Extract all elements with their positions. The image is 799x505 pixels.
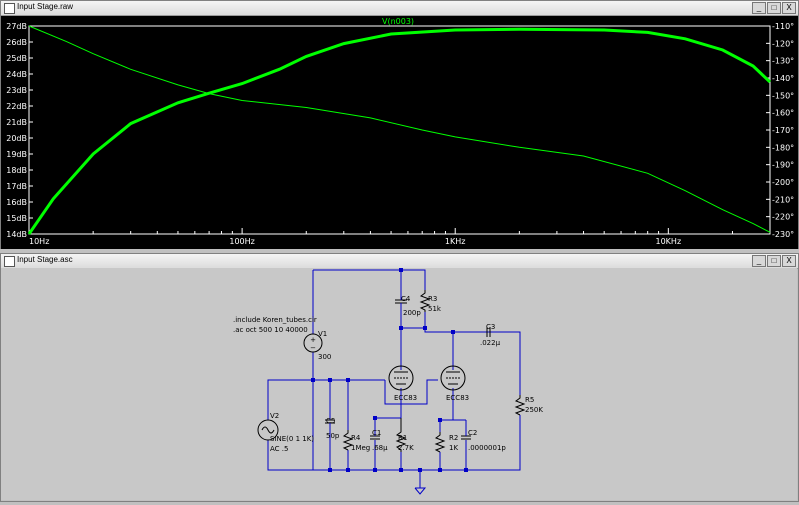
r3-resistor[interactable] <box>419 290 431 312</box>
x-tick-label: 10KHz <box>656 237 682 246</box>
plot-window-titlebar[interactable]: Input Stage.raw _ □ X <box>1 1 798 16</box>
schematic-canvas[interactable]: + − <box>1 268 797 500</box>
v1-voltage-source[interactable]: + − <box>303 333 323 353</box>
v2-label: V2 <box>270 412 279 420</box>
y-right-tick-label: -150° <box>772 91 794 100</box>
x-tick-label: 100Hz <box>229 237 254 246</box>
r4-label: R4 <box>351 434 361 442</box>
c4-value: 200p <box>403 309 421 317</box>
c3-value: .022µ <box>480 339 501 347</box>
plot-frame <box>28 25 771 235</box>
v2-ac-value: AC .5 <box>270 445 288 453</box>
c5-label: C5 <box>326 417 335 425</box>
c5-capacitor[interactable] <box>325 419 335 430</box>
y-left-tick-label: 21dB <box>6 118 27 127</box>
y-right-tick-label: -230° <box>772 230 794 239</box>
r4-resistor[interactable] <box>342 430 354 451</box>
wires <box>267 269 521 495</box>
bode-chart[interactable]: V(n003) 27dB 26dB 25dB 24dB 23dB 22dB 21dB 20dB… <box>1 16 798 249</box>
spice-directive-ac[interactable]: .ac oct 500 10 40000 <box>233 326 308 334</box>
y-right-tick-label: -130° <box>772 57 794 66</box>
c1-capacitor[interactable] <box>370 430 380 440</box>
close-button[interactable]: X <box>782 2 796 14</box>
r1-label: R1 <box>398 434 407 442</box>
r3-label: R3 <box>428 295 437 303</box>
c2-capacitor[interactable] <box>461 430 471 440</box>
r2-resistor[interactable] <box>434 432 446 453</box>
x-tick-label: 1KHz <box>445 237 466 246</box>
c1-label: C1 <box>372 429 381 437</box>
x-tick-label: 10Hz <box>29 237 49 246</box>
y-left-tick-label: 22dB <box>6 102 27 111</box>
c3-capacitor[interactable] <box>486 327 491 337</box>
v2-sine-value: SINE(0 1 1K) <box>270 435 314 443</box>
y-left-tick-label: 14dB <box>6 230 27 239</box>
svg-text:+: + <box>310 336 316 344</box>
tube2-label: ECC83 <box>446 394 469 402</box>
y-right-tick-label: -180° <box>772 143 794 152</box>
waveform-window-icon <box>4 3 15 14</box>
y-right-tick-label: -220° <box>772 213 794 222</box>
schematic-window-title: Input Stage.asc <box>17 255 73 264</box>
y-right-tick-label: -120° <box>772 39 794 48</box>
phase-trace[interactable] <box>28 25 771 233</box>
r5-resistor[interactable] <box>514 395 526 416</box>
c4-capacitor[interactable] <box>395 292 407 310</box>
r4-value: 1Meg <box>351 444 370 452</box>
y-left-tick-label: 16dB <box>6 198 27 207</box>
y-left-tick-label: 19dB <box>6 150 27 159</box>
plot-window-title: Input Stage.raw <box>17 2 74 11</box>
y-left-tick-label: 18dB <box>6 166 27 175</box>
y-left-tick-label: 20dB <box>6 134 27 143</box>
c3-label: C3 <box>486 323 495 331</box>
tube1-label: ECC83 <box>394 394 417 402</box>
trace-label[interactable]: V(n003) <box>382 17 414 26</box>
magnitude-trace[interactable] <box>27 27 772 235</box>
y-right-tick-label: -200° <box>772 178 794 187</box>
r1-resistor[interactable] <box>395 418 407 452</box>
y-left-tick-label: 26dB <box>6 38 27 47</box>
schematic-window-titlebar[interactable]: Input Stage.asc _ □ X <box>1 254 798 269</box>
c5-value: 50p <box>326 432 340 440</box>
v1-label: V1 <box>318 330 327 338</box>
y-left-tick-label: 25dB <box>6 54 27 63</box>
r3-value: 51k <box>428 305 442 313</box>
c2-value: .0000001p <box>468 444 506 452</box>
maximize-button[interactable]: □ <box>767 2 781 14</box>
minimize-button[interactable]: _ <box>752 255 766 267</box>
y-left-tick-label: 17dB <box>6 182 27 191</box>
c4-label: C4 <box>401 295 411 303</box>
y-left-tick-label: 15dB <box>6 214 27 223</box>
c2-label: C2 <box>468 429 477 437</box>
y-left-tick-label: 23dB <box>6 86 27 95</box>
v2-sine-source[interactable] <box>257 419 279 441</box>
y-right-tick-label: -160° <box>772 109 794 118</box>
schematic-window-icon <box>4 256 15 267</box>
y-right-tick-label: -210° <box>772 195 794 204</box>
spice-directive-include[interactable]: .include Koren_tubes.cir <box>233 316 317 324</box>
schematic-drawing[interactable]: + − <box>1 268 797 500</box>
svg-text:−: − <box>310 344 316 352</box>
plot-window[interactable]: Input Stage.raw _ □ X V(n003) 27dB 26dB 25… <box>0 0 799 249</box>
plot-pane[interactable]: V(n003) 27dB 26dB 25dB 24dB 23dB 22dB 21dB 20dB… <box>1 16 798 249</box>
r2-label: R2 <box>449 434 458 442</box>
r1-value: 2.7K <box>398 444 414 452</box>
r5-value: 250K <box>525 406 543 414</box>
y-left-tick-label: 24dB <box>6 70 27 79</box>
tube2-triode[interactable] <box>440 365 466 391</box>
r5-label: R5 <box>525 396 534 404</box>
y-right-tick-label: -190° <box>772 161 794 170</box>
close-button[interactable]: X <box>782 255 796 267</box>
y-left-tick-label: 27dB <box>6 22 27 31</box>
c1-value: .68µ <box>372 444 388 452</box>
minimize-button[interactable]: _ <box>752 2 766 14</box>
v1-value: 300 <box>318 353 331 361</box>
y-right-tick-label: -170° <box>772 126 794 135</box>
r2-value: 1K <box>449 444 458 452</box>
tube1-triode[interactable] <box>388 365 414 391</box>
maximize-button[interactable]: □ <box>767 255 781 267</box>
y-right-tick-label: -110° <box>772 22 794 31</box>
y-right-tick-label: -140° <box>772 74 794 83</box>
junction-dots <box>311 268 468 472</box>
